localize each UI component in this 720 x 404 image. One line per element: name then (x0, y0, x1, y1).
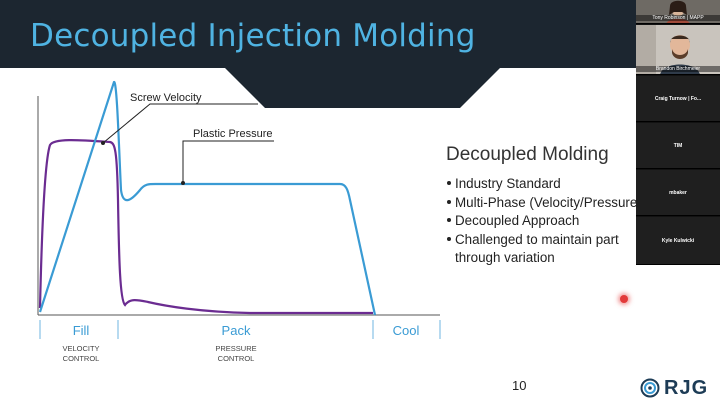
plastic-pressure-label: Plastic Pressure (193, 128, 272, 140)
phase-sublabel: VELOCITY (62, 344, 99, 353)
participant-name: Craig Turnow | Fo... (654, 95, 702, 102)
bullet-icon (447, 236, 451, 241)
plastic-pressure-callout (182, 140, 274, 183)
participant-name: Brandon Birchmeier (636, 66, 720, 72)
bullet-item-continuation: through variation (447, 249, 647, 268)
screw-velocity-label: Screw Velocity (130, 92, 202, 104)
participant-tile[interactable]: TIM (636, 123, 720, 169)
bullet-text: Multi-Phase (Velocity/Pressure) (455, 194, 642, 210)
side-heading: Decoupled Molding (446, 144, 609, 165)
participant-video (636, 25, 720, 74)
logo-mark-icon (640, 378, 660, 398)
bullet-item: Decoupled Approach (447, 212, 647, 231)
bullet-text: Decoupled Approach (455, 213, 580, 228)
phase-label-pack: Pack (222, 323, 251, 338)
participant-panel: Tony Robinson | MAPP Brandon Birchmeier … (636, 0, 720, 265)
bullet-item: Industry Standard (447, 175, 647, 194)
page-number: 10 (512, 378, 527, 393)
participant-tile[interactable]: Brandon Birchmeier (636, 25, 720, 75)
participant-tile[interactable]: mbaker (636, 170, 720, 216)
plastic-pressure-line (38, 139, 373, 315)
bullet-text: Challenged to maintain part (455, 231, 619, 247)
bullet-text: Industry Standard (455, 176, 561, 191)
bullet-item: Challenged to maintain part (447, 231, 647, 250)
bullet-icon (447, 181, 451, 186)
participant-video (636, 0, 720, 23)
laser-pointer (620, 295, 628, 303)
screw-velocity-line (38, 80, 377, 316)
bullet-item: Multi-Phase (Velocity/Pressure) (447, 194, 647, 213)
slide-title: Decoupled Injection Molding (30, 18, 476, 54)
participant-name: TIM (673, 142, 683, 149)
callout-dot (101, 141, 105, 145)
phase-sublabel: CONTROL (218, 354, 255, 363)
logo-text: RJG (664, 376, 709, 399)
participant-name: Kyle Kulwicki (661, 237, 695, 244)
callout-dot (181, 181, 185, 185)
rjg-logo: RJG (640, 377, 708, 399)
participant-tile[interactable]: Kyle Kulwicki (636, 217, 720, 265)
bullet-list: Industry Standard Multi-Phase (Velocity/… (447, 175, 647, 268)
title-banner (0, 0, 720, 108)
phase-sublabel: PRESSURE (215, 344, 256, 353)
bullet-icon (447, 199, 451, 204)
phase-label-fill: Fill (73, 323, 90, 338)
phase-sublabel: CONTROL (63, 354, 100, 363)
bullet-icon (447, 218, 451, 223)
participant-name: Tony Robinson | MAPP (636, 15, 720, 21)
screw-velocity-callout (102, 103, 258, 144)
phase-label-cool: Cool (393, 323, 420, 338)
bullet-text: through variation (455, 250, 555, 265)
participant-tile[interactable]: Tony Robinson | MAPP (636, 0, 720, 24)
participant-name: mbaker (669, 189, 687, 196)
participant-tile[interactable]: Craig Turnow | Fo... (636, 76, 720, 122)
